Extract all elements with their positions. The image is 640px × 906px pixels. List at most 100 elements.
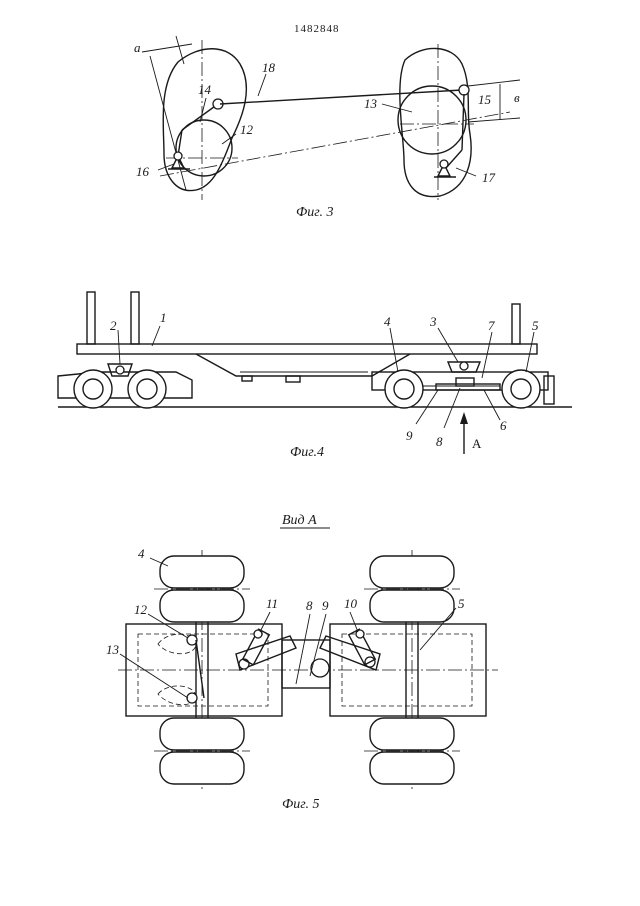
label-3-leader — [437, 327, 459, 363]
tyre-right-bottom-1 — [369, 717, 455, 751]
long-centre-line — [159, 111, 511, 177]
tyre-right-top-1 — [369, 555, 455, 589]
link-11 — [241, 628, 271, 666]
label-2: 2 — [110, 318, 117, 333]
label-5-leader-f5 — [419, 607, 457, 651]
dim-a-line-2 — [175, 35, 185, 65]
lever-arm-10 — [319, 635, 381, 671]
turntable-3 — [446, 361, 482, 373]
rod-12-13 — [195, 639, 205, 699]
label-11-leader — [259, 611, 271, 633]
label-a: a — [134, 40, 141, 55]
left-wheel-2-hub — [136, 378, 158, 400]
label-1-leader — [151, 325, 161, 347]
label-5-leader — [525, 331, 535, 373]
label-17: 17 — [482, 170, 496, 185]
tyre-right-bottom-2 — [369, 751, 455, 785]
label-9-leader — [415, 389, 439, 425]
left-wheel-2 — [127, 369, 167, 409]
label-4-leader — [389, 327, 399, 373]
right-lever-arm — [445, 149, 463, 169]
tyre-right-top-2 — [369, 589, 455, 623]
label-4: 4 — [384, 314, 391, 329]
label-7-leader — [481, 331, 493, 379]
label-13-leader — [381, 103, 413, 113]
center-pivot — [310, 658, 330, 678]
label-12-leader-f5 — [147, 613, 189, 639]
support-16 — [170, 154, 186, 169]
fig4-caption: Фиг.4 — [290, 445, 324, 460]
tyre-left-top-2 — [159, 589, 245, 623]
label-2-leader — [117, 329, 121, 365]
label-8: 8 — [436, 434, 443, 449]
label-12: 12 — [240, 122, 254, 137]
pivot-17 — [439, 159, 449, 169]
label-17-leader — [455, 167, 477, 177]
label-16: 16 — [136, 164, 150, 179]
label-b: в — [514, 90, 520, 105]
stake-right — [511, 303, 521, 345]
label-7: 7 — [488, 318, 495, 333]
dim-15-line — [467, 79, 521, 87]
left-bogie-inner — [137, 633, 269, 707]
pin-13 — [186, 692, 198, 704]
label-8-leader-f5 — [295, 613, 311, 685]
label-3: 3 — [429, 314, 437, 329]
tyre-left-bottom-1 — [159, 717, 245, 751]
frame-lower-truss — [195, 353, 411, 377]
label-18: 18 — [262, 60, 276, 75]
label-9: 9 — [406, 428, 413, 443]
label-4-f5: 4 — [138, 546, 145, 561]
fig5-caption: Фиг. 5 — [282, 797, 320, 812]
frame-beam-1 — [76, 343, 538, 355]
label-13-leader-f5 — [119, 653, 189, 699]
link-8 — [455, 377, 475, 387]
label-9-leader-f5 — [309, 613, 327, 677]
stake-left-1 — [86, 291, 96, 345]
right-cam-outline — [399, 47, 472, 198]
right-wheel-4-hub — [393, 378, 415, 400]
label-6-leader — [483, 389, 501, 421]
right-lever — [461, 93, 465, 151]
figure-5: Вид А — [106, 513, 498, 812]
label-12-f5: 12 — [134, 602, 148, 617]
label-10: 10 — [344, 596, 358, 611]
label-5-f5: 5 — [458, 596, 465, 611]
pin-12 — [186, 634, 198, 646]
right-wheel-5-hub — [510, 378, 532, 400]
right-wheel-5 — [501, 369, 541, 409]
pivot-16 — [173, 151, 183, 161]
cam-12 — [157, 633, 197, 655]
document-number: 1482848 — [294, 23, 340, 35]
center-linkage-body — [281, 639, 331, 689]
left-wheel-1-hub — [82, 378, 104, 400]
coupler-block — [543, 375, 555, 405]
beam-6 — [435, 383, 501, 391]
right-wheel-4 — [384, 369, 424, 409]
label-1: 1 — [160, 310, 167, 325]
rod-18-leader — [257, 73, 267, 97]
support-17 — [436, 162, 452, 177]
label-12-leader — [221, 133, 237, 145]
rod-18 — [219, 89, 463, 105]
label-13: 13 — [364, 96, 378, 111]
left-inner-circle — [175, 119, 233, 177]
truss-bracket — [285, 375, 301, 383]
label-16-leader — [157, 163, 175, 171]
right-pivot — [458, 84, 470, 96]
tyre-left-bottom-2 — [159, 751, 245, 785]
label-13-f5: 13 — [106, 642, 120, 657]
turntable-2 — [107, 363, 133, 377]
truss-bracket-2 — [241, 375, 253, 382]
dim-a-line-1 — [149, 55, 187, 191]
label-14: 14 — [198, 82, 212, 97]
turntable-3-pin — [459, 361, 469, 371]
lever-14 — [181, 103, 219, 131]
fig3-caption: Фиг. 3 — [296, 205, 334, 220]
label-8-leader — [443, 387, 461, 429]
label-8-f5: 8 — [306, 598, 313, 613]
label-10-leader — [349, 611, 359, 633]
lever-14-leader — [199, 97, 207, 123]
figure-4: 1 2 4 3 7 5 9 8 — [57, 291, 572, 460]
